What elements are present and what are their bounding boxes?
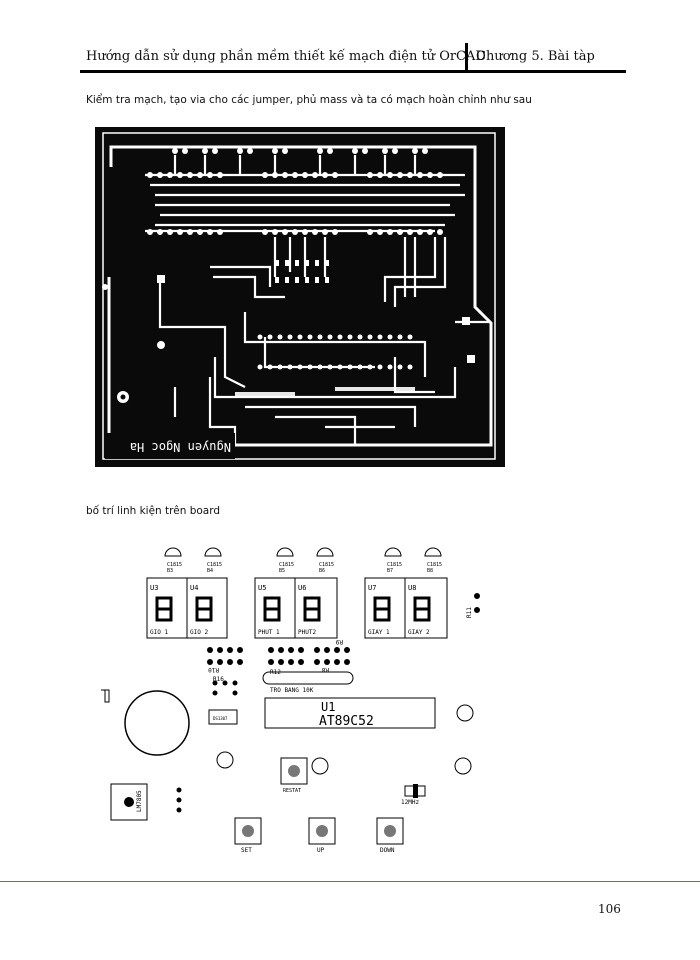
svg-text:U6: U6 [298,584,306,592]
svg-text:GIAY 2: GIAY 2 [408,629,430,636]
rtc-label: DS1307 [213,716,228,721]
header-title: Hướng dẫn sử dụng phần mềm thiết kế mạch… [86,49,486,64]
header-separator [465,43,468,73]
button-set-label: SET [241,847,252,854]
svg-text:GIO 1: GIO 1 [150,629,168,636]
svg-text:U4: U4 [190,584,198,592]
layout-paragraph: bố trí linh kiện trên board [86,505,221,517]
svg-text:PHUT2: PHUT2 [298,629,316,636]
svg-text:R9: R9 [335,638,343,645]
header-rule [80,70,626,73]
button-down-label: DOWN [380,847,395,854]
svg-text:U8: U8 [408,584,416,592]
intro-paragraph: Kiểm tra mạch, tạo via cho các jumper, p… [86,94,532,106]
footer-rule [0,881,700,882]
svg-text:U5: U5 [258,584,266,592]
svg-text:B6: B6 [319,568,325,574]
svg-text:C1815: C1815 [167,562,182,568]
svg-text:PHUT 1: PHUT 1 [258,629,280,636]
regulator-label: LM7805 [136,790,143,812]
header-chapter: Chương 5. Bài tàp [476,49,595,64]
svg-text:B7: B7 [387,568,393,574]
svg-text:B5: B5 [279,568,285,574]
mcu-part: AT89C52 [319,714,374,729]
svg-text:C1815: C1815 [387,562,402,568]
svg-text:R10: R10 [208,666,219,673]
svg-text:B3: B3 [167,568,173,574]
svg-text:C1815: C1815 [427,562,442,568]
svg-text:C1815: C1815 [319,562,334,568]
button-up-label: UP [317,847,325,854]
pcb-copper-image: Nguyen Ngoc Ha [95,127,505,467]
svg-text:GIAY 1: GIAY 1 [368,629,390,636]
svg-text:GIO 2: GIO 2 [190,629,208,636]
svg-text:B8: B8 [427,568,433,574]
svg-text:R8: R8 [321,666,329,673]
pcb-signature: Nguyen Ngoc Ha [130,440,231,454]
svg-text:C1815: C1815 [207,562,222,568]
svg-text:R16: R16 [213,676,224,683]
svg-text:U7: U7 [368,584,376,592]
svg-text:R11: R11 [466,607,473,618]
page-number: 106 [598,902,621,916]
svg-text:B4: B4 [207,568,213,574]
svg-text:C1815: C1815 [279,562,294,568]
mcu-ref: U1 [321,700,335,714]
trimmer-label: TRO BANG 10K [270,687,314,694]
crystal-label: 12MHz [401,799,419,806]
button-reset-label: RESTAT [283,788,301,794]
svg-text:U3: U3 [150,584,158,592]
